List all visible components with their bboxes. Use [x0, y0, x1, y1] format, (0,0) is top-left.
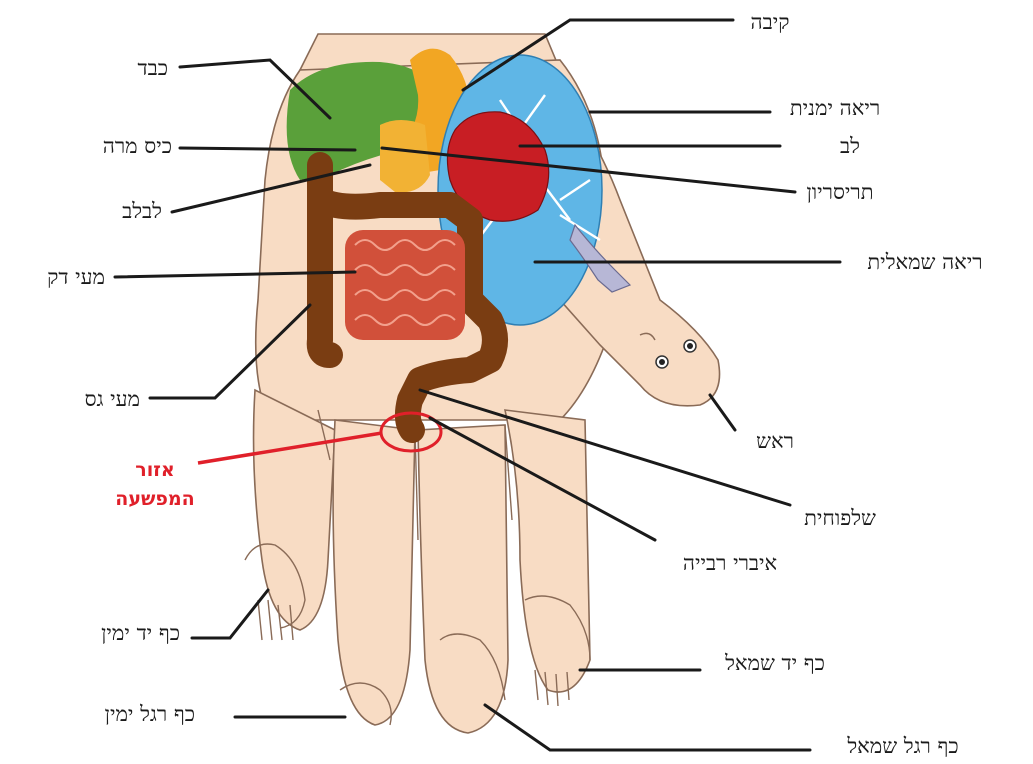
heart-shape: [446, 111, 550, 222]
groin-area-label-line1: אזור: [135, 459, 174, 481]
label-large-intestine: מעי גס: [85, 387, 140, 411]
leader-lines: [113, 18, 842, 752]
small-intestine-shape: [345, 230, 465, 340]
label-reproductive-organs: איברי רבייה: [683, 551, 777, 575]
label-pancreas: לבלב: [122, 199, 162, 223]
label-right-hand: כף יד ימין: [101, 621, 180, 645]
label-heart: לב: [840, 134, 860, 158]
label-gallbladder: כיס מרה: [103, 134, 172, 158]
groin-area-leader: [197, 431, 383, 465]
organs: [286, 48, 632, 443]
labels: קיבה כבד ריאה ימנית כיס מרה לב תריסריון …: [47, 10, 982, 758]
finger-4: [503, 409, 591, 693]
label-right-lung: ריאה ימנית: [790, 96, 880, 120]
finger-3: [417, 424, 509, 734]
label-bladder: שלפוחית: [804, 506, 876, 530]
label-right-foot: כף רגל ימין: [105, 702, 195, 726]
trachea: [569, 223, 632, 293]
label-left-hand: כף יד שמאל: [724, 651, 825, 675]
label-small-intestine: מעי דק: [47, 265, 105, 289]
finger-2: [332, 419, 416, 726]
label-left-foot: כף רגל שמאל: [846, 734, 958, 758]
label-duodenum: תריסריון: [806, 180, 873, 204]
label-head: ראש: [756, 429, 794, 453]
label-stomach: קיבה: [751, 10, 790, 34]
groin-area-label-line2: המפשעה: [115, 488, 194, 510]
pancreas-shape: [380, 120, 430, 193]
label-left-lung: ריאה שמאלית: [867, 250, 982, 274]
label-liver: כבד: [138, 56, 169, 80]
large-intestine-shape: [306, 152, 508, 443]
